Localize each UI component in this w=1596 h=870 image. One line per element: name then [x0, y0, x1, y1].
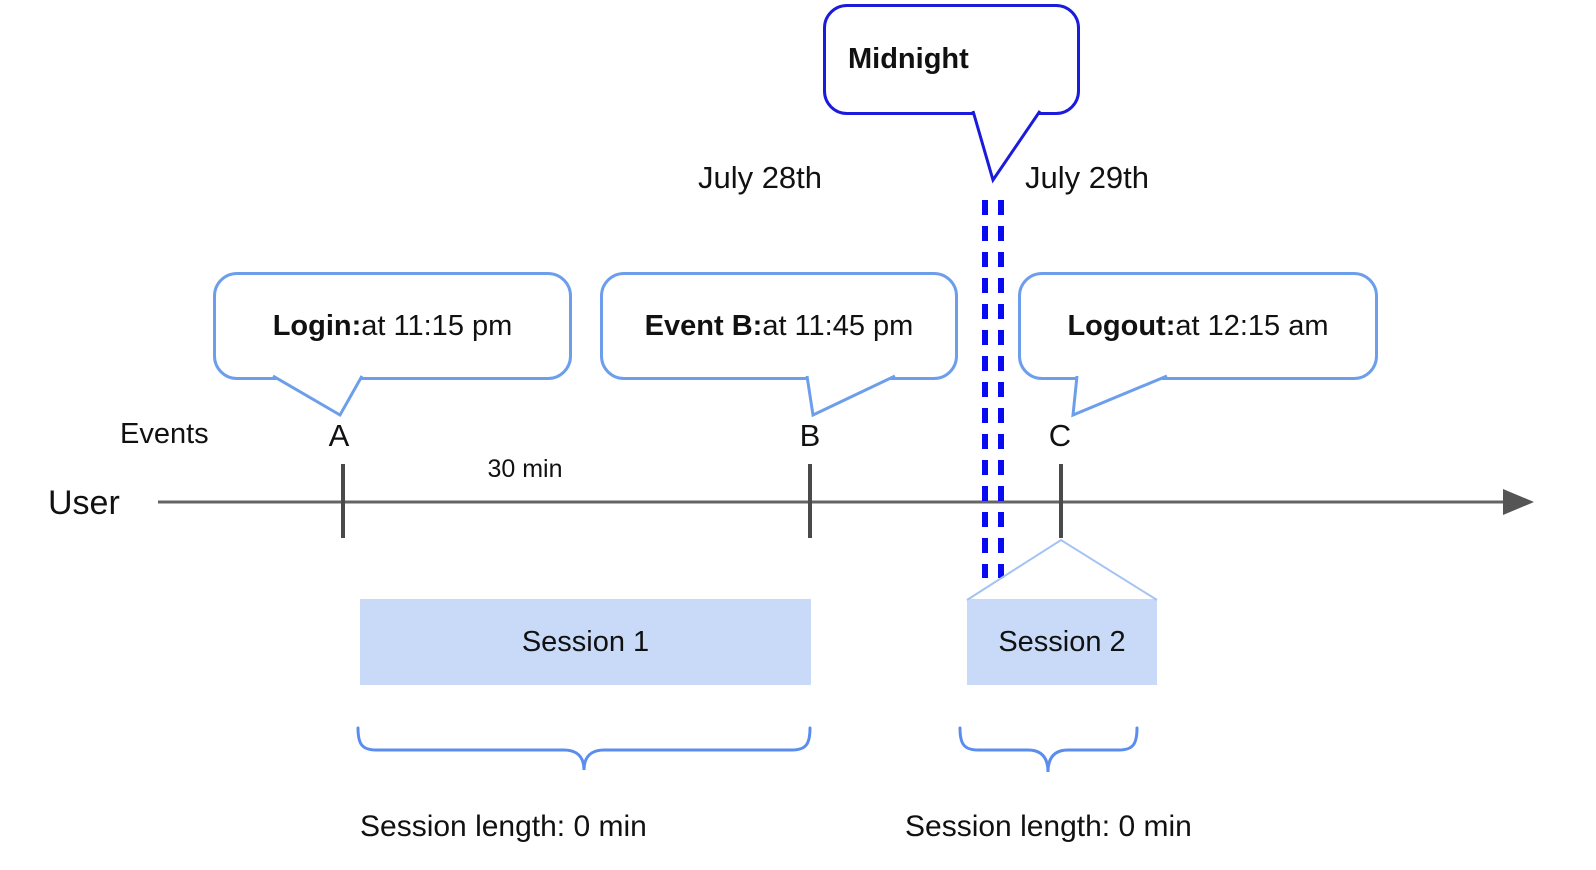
login-callout-time: at 11:15 pm [361, 309, 513, 342]
login-callout-tail [273, 376, 362, 415]
logout-callout-tail [1073, 376, 1167, 415]
event-marker-c: C [1048, 418, 1072, 453]
date-label-july-28: July 28th [697, 160, 823, 195]
interval-label: 30 min [487, 455, 563, 483]
session-2-brace [958, 726, 1139, 773]
login-callout-title: Login: [272, 309, 362, 342]
event-marker-a: A [328, 418, 350, 453]
logout-callout-time: at 12:15 am [1175, 309, 1329, 342]
event-b-callout-title: Event B: [644, 309, 763, 342]
session-1-length-label: Session length: 0 min [360, 810, 647, 843]
session-2-box: Session 2 [967, 599, 1157, 685]
event-b-callout: Event B: at 11:45 pm [600, 272, 958, 380]
logout-callout-tail-stroke [1071, 374, 1168, 418]
session-1-label: Session 1 [521, 625, 650, 658]
session-2-funnel [966, 538, 1158, 601]
events-row-label: Events [120, 418, 209, 450]
login-callout-tail-stroke [272, 374, 364, 418]
midnight-callout: Midnight [823, 4, 1080, 115]
logout-callout-title: Logout: [1067, 309, 1176, 342]
session-2-length-label: Session length: 0 min [905, 810, 1192, 843]
user-row-label: User [48, 484, 120, 522]
midnight-label: Midnight [848, 43, 969, 75]
login-callout: Login: at 11:15 pm [213, 272, 572, 380]
event-b-callout-time: at 11:45 pm [762, 309, 914, 342]
session-1-brace [356, 726, 812, 771]
timeline-arrowhead-icon [1503, 489, 1534, 515]
session-1-box: Session 1 [360, 599, 811, 685]
session-2-label: Session 2 [998, 625, 1126, 658]
event-b-callout-tail [807, 376, 895, 415]
event-b-callout-tail-stroke [805, 374, 896, 418]
date-label-july-29: July 29th [1024, 160, 1150, 195]
event-marker-b: B [799, 418, 821, 453]
logout-callout: Logout: at 12:15 am [1018, 272, 1378, 380]
